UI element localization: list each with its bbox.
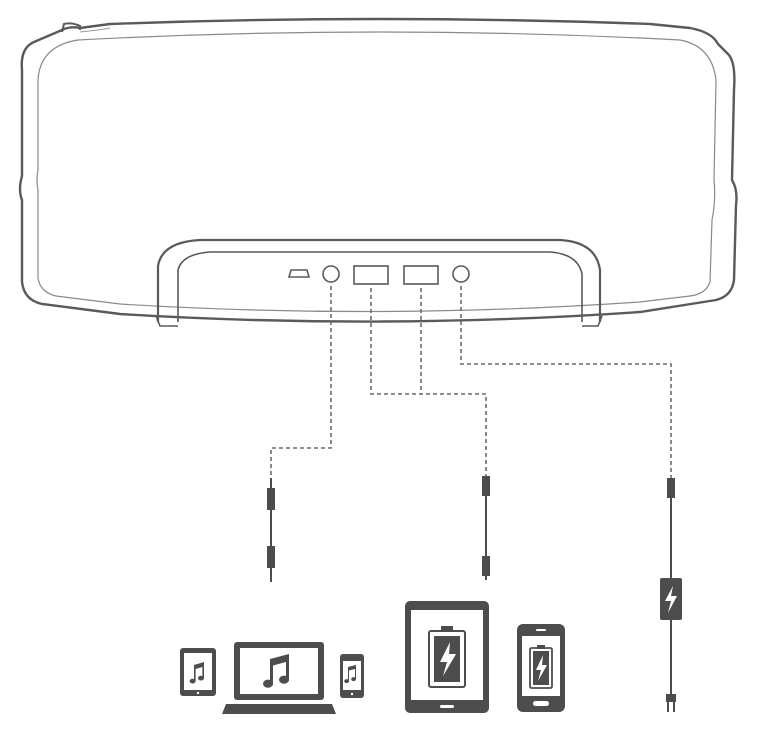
power-cable [660, 478, 682, 712]
music-note-icon [263, 654, 290, 688]
micro-usb-port [287, 269, 311, 278]
aux-cable [267, 478, 275, 582]
music-note-icon [344, 665, 357, 684]
aux-in-port [322, 265, 340, 283]
aux-connection-line [270, 286, 332, 480]
speaker-inner-outline [36, 31, 717, 313]
tablet-charging [405, 601, 489, 713]
micro-usb-icon [287, 269, 311, 278]
usb-a-icon [353, 265, 389, 285]
speaker-body [18, 17, 738, 323]
usb-port-2 [403, 265, 439, 285]
power-adapter-icon [660, 478, 682, 712]
phone-music [340, 654, 364, 698]
phone-charging [517, 624, 565, 712]
tablet-music [180, 648, 216, 696]
tablet-music-screen [184, 653, 212, 690]
phone-music-screen [343, 661, 361, 690]
power-jack-icon [452, 265, 470, 283]
port-panel-right-foot [582, 315, 603, 327]
usb-port-1 [353, 265, 389, 285]
audio-cable-icon [267, 478, 275, 582]
battery-charging-icon [428, 626, 466, 688]
laptop-music-screen [240, 648, 318, 694]
audio-jack-icon [322, 265, 340, 283]
ports [287, 265, 470, 285]
port-panel-left-foot [155, 315, 178, 327]
laptop-music-base [222, 704, 336, 714]
port-panel-outer [156, 238, 602, 322]
usb-cable-icon [482, 476, 490, 580]
dc-in-port [452, 265, 470, 283]
power-connection-line [460, 286, 672, 480]
speaker-button [61, 22, 81, 33]
music-note-icon [189, 662, 205, 684]
speaker-top-seam [79, 27, 111, 33]
port-panel-inner [177, 251, 583, 322]
speaker-outer-outline [18, 17, 738, 323]
connection-lines [270, 286, 672, 480]
battery-charging-icon [529, 645, 553, 689]
port-panel [155, 238, 603, 327]
usb-cable [482, 476, 490, 580]
usb-connection-line-1 [370, 288, 487, 480]
usb-a-icon [403, 265, 439, 285]
laptop-music [222, 642, 336, 714]
